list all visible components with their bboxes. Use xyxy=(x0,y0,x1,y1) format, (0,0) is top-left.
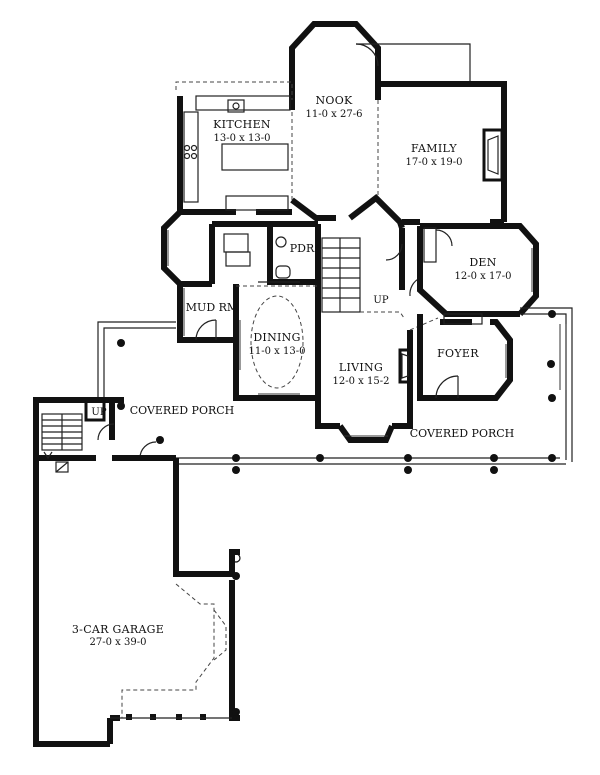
family-dims: 17-0 x 19-0 xyxy=(406,157,463,168)
family-name: FAMILY xyxy=(411,142,457,155)
upper-deck xyxy=(378,43,471,83)
den-walls xyxy=(417,223,539,317)
garage-stair xyxy=(33,397,176,473)
porch-posts xyxy=(117,310,556,474)
living-dims: 12-0 x 15-2 xyxy=(333,376,390,387)
pdr-area xyxy=(209,221,320,285)
dining-name: DINING xyxy=(253,331,300,344)
garage-dims: 27-0 x 39-0 xyxy=(90,637,147,648)
main-stair xyxy=(315,224,405,319)
kitchen-name: KITCHEN xyxy=(213,118,271,131)
covered-porch-left-label: COVERED PORCH xyxy=(130,404,235,417)
covered-porch-right-label: COVERED PORCH xyxy=(410,427,515,440)
living-walls xyxy=(315,300,439,443)
pdr-label: PDR xyxy=(290,242,315,255)
nook-name: NOOK xyxy=(315,94,353,107)
garage-walls xyxy=(33,458,241,747)
kitchen-walls xyxy=(175,81,293,215)
garage-name: 3-CAR GARAGE xyxy=(72,623,164,636)
family-walls xyxy=(378,81,507,225)
nook-walls xyxy=(289,21,405,229)
kitchen-dims: 13-0 x 13-0 xyxy=(214,133,271,144)
stair-up-label: UP xyxy=(373,295,388,306)
dining-walls xyxy=(233,284,318,401)
room-labels: NOOK 11-0 x 27-6 KITCHEN 13-0 x 13-0 FAM… xyxy=(72,94,514,648)
mudroom-label: MUD RM xyxy=(186,301,238,314)
hall xyxy=(385,228,421,297)
dining-dims: 11-0 x 13-0 xyxy=(249,346,306,357)
den-name: DEN xyxy=(469,256,496,269)
nook-dims: 11-0 x 27-6 xyxy=(306,109,363,120)
foyer-walls xyxy=(417,313,513,401)
mudroom-walls xyxy=(177,281,236,343)
west-bay xyxy=(161,209,183,287)
living-name: LIVING xyxy=(339,361,383,374)
den-dims: 12-0 x 17-0 xyxy=(455,271,512,282)
foyer-name: FOYER xyxy=(437,347,479,360)
garage-stair-up-label: UP xyxy=(91,407,106,418)
